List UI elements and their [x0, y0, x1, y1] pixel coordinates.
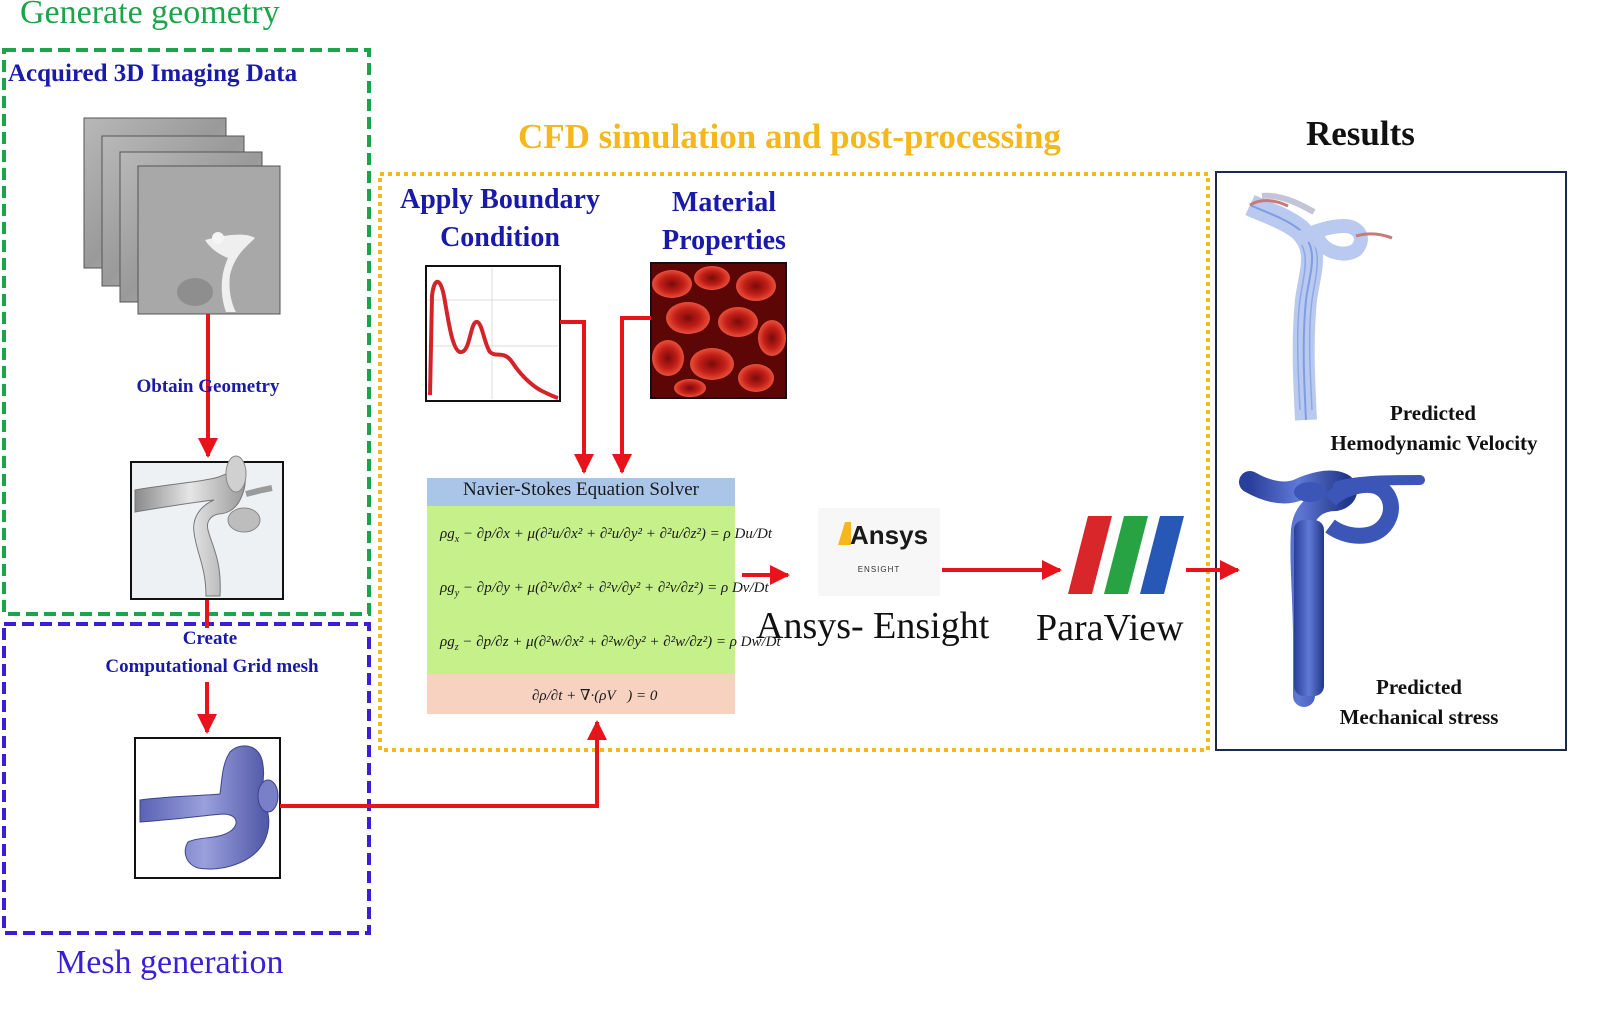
material-properties-label-2: Properties: [662, 225, 786, 256]
material-properties-label-1: Material: [671, 187, 777, 218]
geometry-image: [130, 455, 284, 600]
arrow-boundary-to-solver: [560, 320, 594, 474]
equation-y: ρgy − ∂p/∂y + μ(∂²v/∂x² + ∂²v/∂y² + ∂²v/…: [439, 580, 769, 599]
boundary-condition-label-2: Condition: [440, 222, 560, 253]
stress-label-2: Mechanical stress: [1339, 705, 1499, 729]
mesh-generation-title: Mesh generation: [56, 944, 284, 981]
ansys-logo-subtext: ENSIGHT: [857, 565, 901, 574]
results-title: Results: [1306, 114, 1415, 153]
mesh-generation-frame: [2, 622, 371, 935]
solver-title: Navier-Stokes Equation Solver: [462, 479, 699, 500]
acquired-data-label: Acquired 3D Imaging Data: [8, 60, 298, 87]
ansys-logo-text: Ansys: [850, 520, 929, 550]
create-label: Create: [182, 628, 238, 649]
generate-geometry-title: Generate geometry: [20, 0, 280, 31]
computational-grid-label: Computational Grid mesh: [105, 656, 319, 677]
material-properties-image: [650, 262, 787, 399]
generate-geometry-frame: [2, 48, 371, 616]
paraview-logo: [1068, 516, 1184, 594]
equation-continuity: ∂ρ/∂t + ∇·(ρV⃗) = 0: [532, 688, 658, 704]
velocity-result-image: [1245, 192, 1393, 421]
navier-stokes-equations: ρgx − ∂p/∂x + μ(∂²u/∂x² + ∂²u/∂y² + ∂²u/…: [439, 526, 781, 704]
ansys-logo-tile: [818, 508, 940, 596]
cfd-title: CFD simulation and post-processing: [518, 117, 1061, 156]
velocity-label-1: Predicted: [1390, 401, 1476, 425]
ct-image-stack: [83, 117, 281, 315]
arrow-mesh-to-solver: [280, 720, 607, 808]
cfd-frame: [378, 172, 1210, 752]
ansys-ensight-label: Ansys- Ensight: [756, 605, 990, 647]
equation-z: ρgz − ∂p/∂z + μ(∂²w/∂x² + ∂²w/∂y² + ∂²w/…: [439, 634, 781, 653]
stress-result-image: [1239, 470, 1425, 707]
obtain-geometry-label: Obtain Geometry: [136, 376, 280, 397]
paraview-label: ParaView: [1036, 607, 1184, 649]
velocity-label-2: Hemodynamic Velocity: [1330, 431, 1538, 455]
solver-panel: [427, 478, 735, 714]
arrow-material-to-solver: [612, 316, 651, 474]
flow-arrows: [197, 314, 1240, 808]
equation-x: ρgx − ∂p/∂x + μ(∂²u/∂x² + ∂²u/∂y² + ∂²u/…: [439, 526, 773, 545]
boundary-condition-chart: [425, 265, 561, 402]
stress-label-1: Predicted: [1376, 675, 1462, 699]
mesh-image: [134, 737, 281, 879]
results-frame: [1215, 171, 1567, 751]
boundary-condition-label-1: Apply Boundary: [400, 184, 600, 215]
